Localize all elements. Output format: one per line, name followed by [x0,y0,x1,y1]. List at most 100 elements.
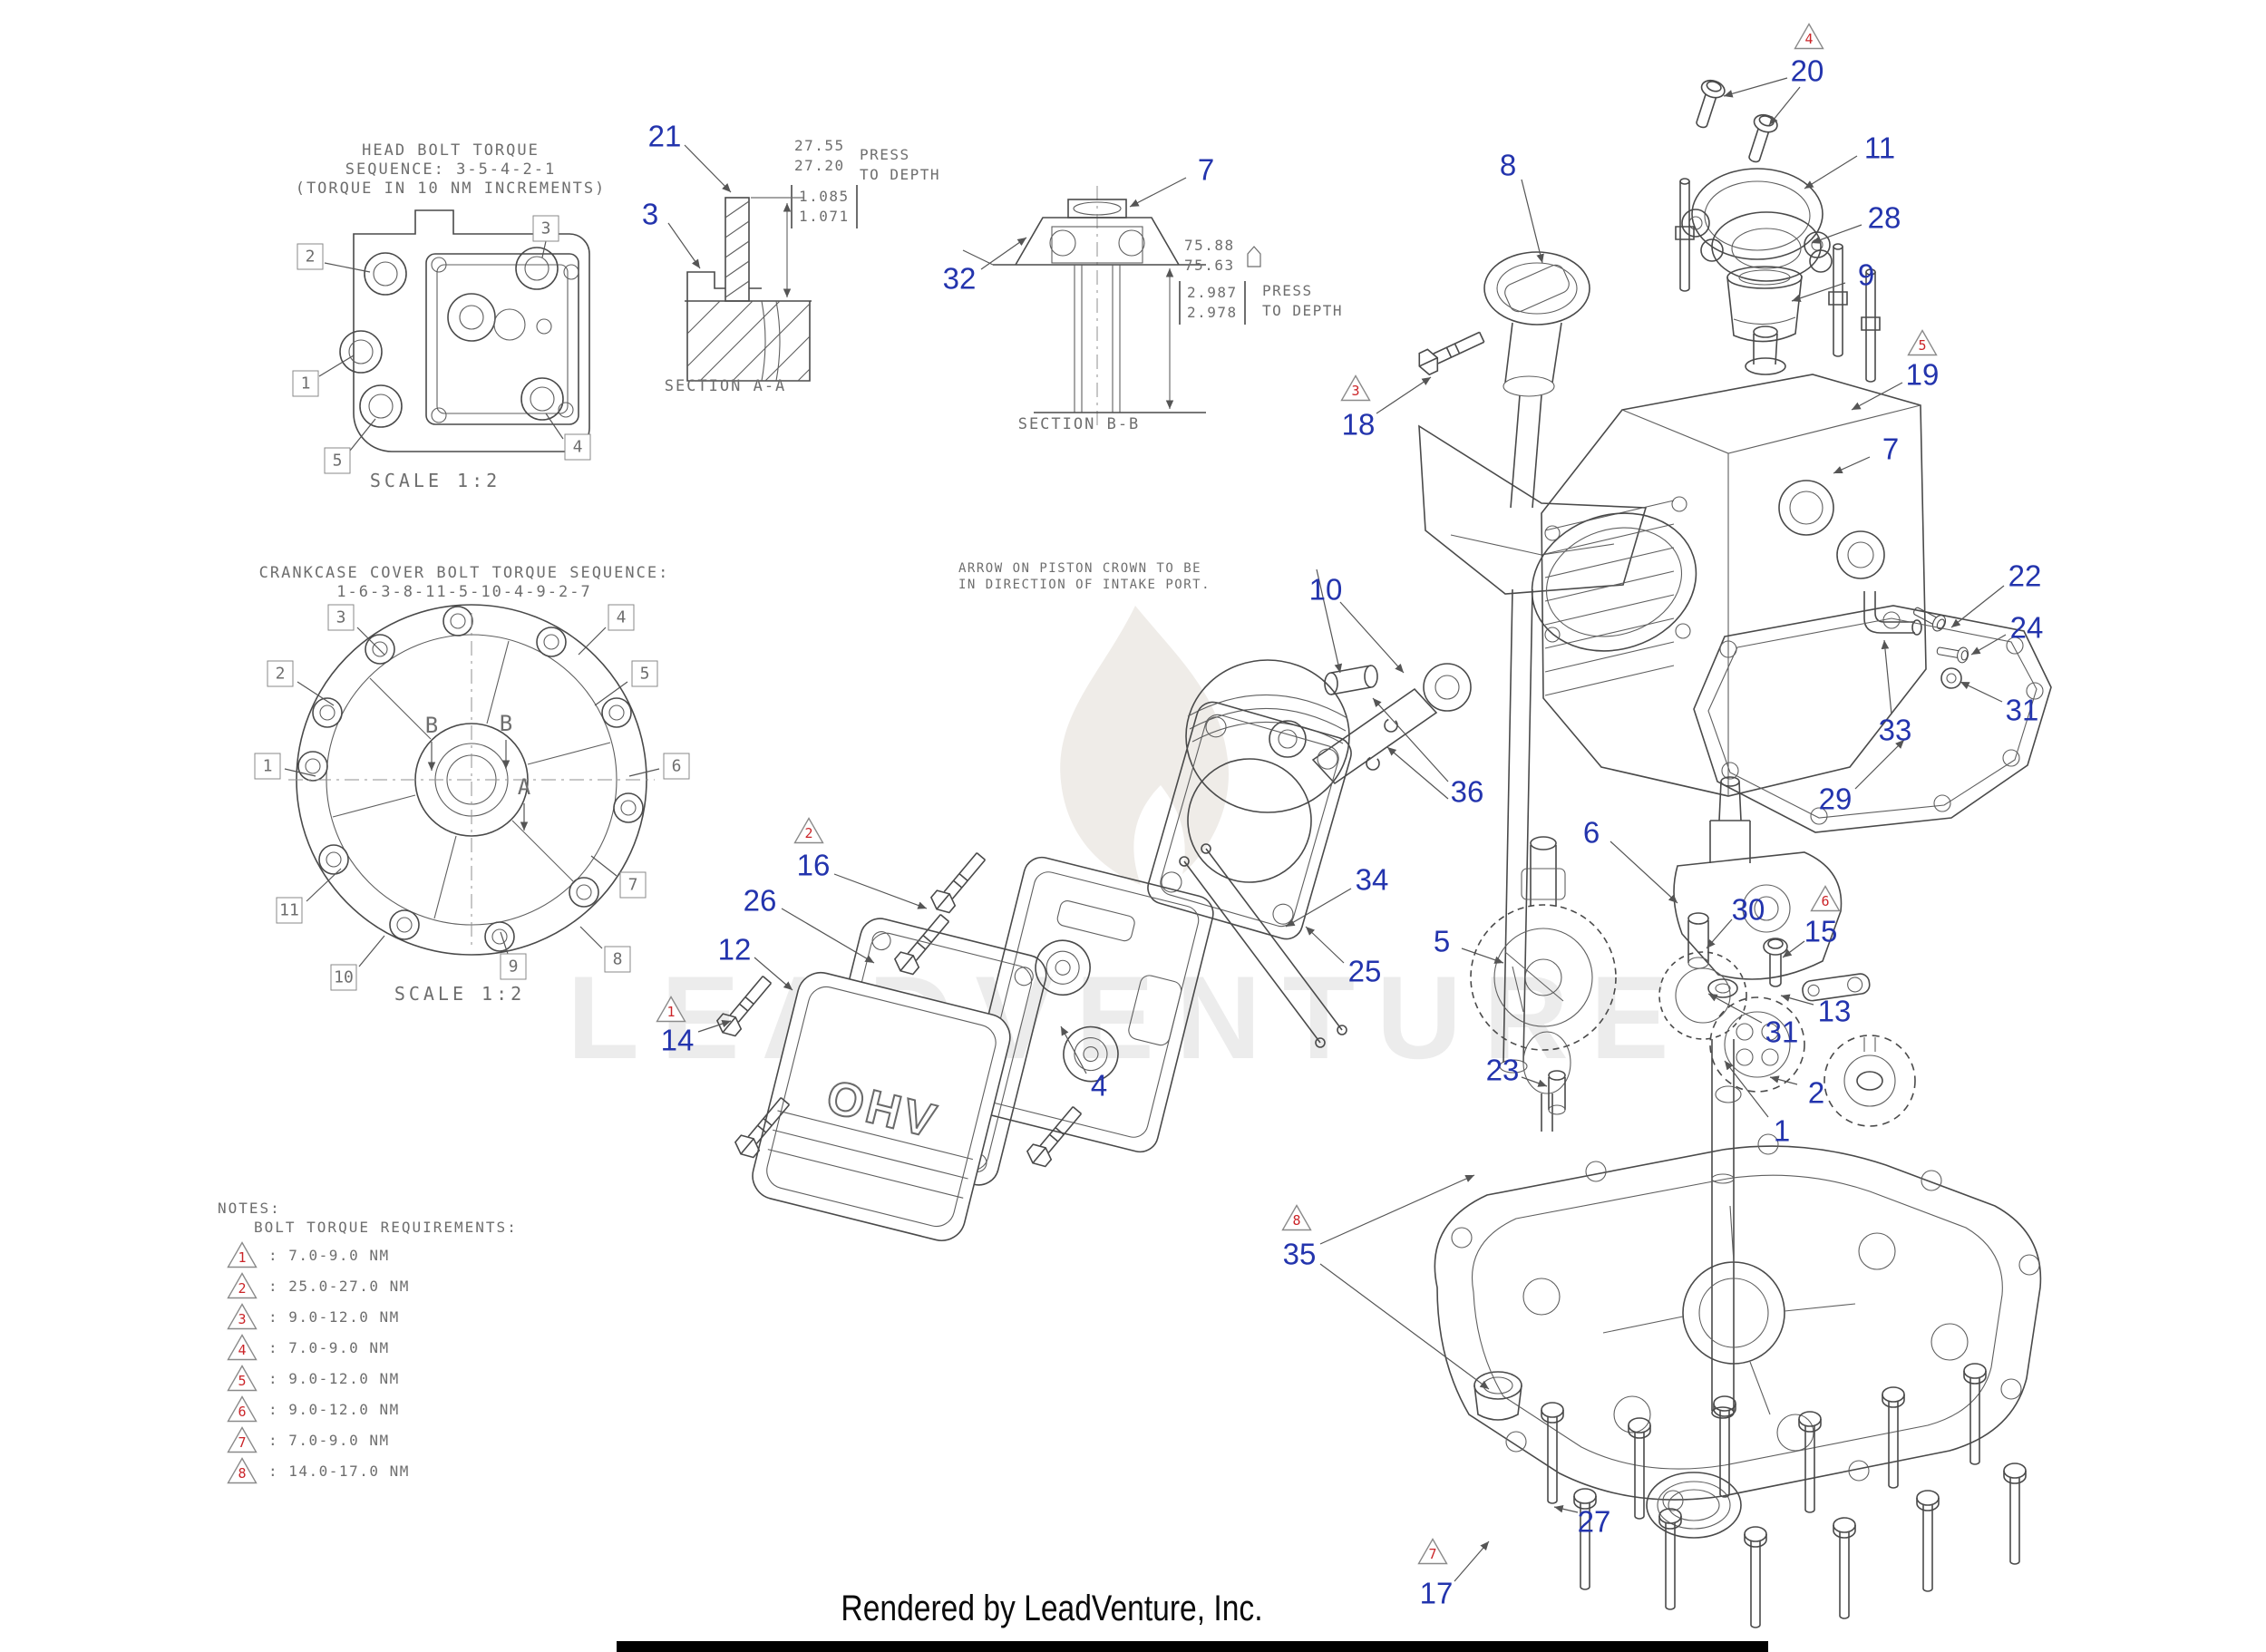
crankcase-cover-diagram-art [288,604,655,956]
callout-20: 20 [1790,53,1824,88]
callout-31: 31 [2005,693,2039,727]
breather-tube-art [1863,591,1922,636]
sequence-box-1: 1 [292,370,319,397]
torque-warning-triangle-2: 2 [227,1272,258,1299]
callout-34: 34 [1355,862,1389,897]
callout-33: 33 [1878,713,1912,747]
callout-2: 2 [1807,1075,1825,1110]
callout-19: 19 [1905,357,1940,392]
breather-gasket-art [1681,168,1831,260]
note-row-3: 3: 9.0-12.0 NM [227,1303,518,1330]
callout-12: 12 [717,932,752,967]
torque-warning-triangle-3: 3 [1340,374,1371,402]
callout-23: 23 [1485,1053,1520,1087]
head-gasket-art [1147,701,1352,940]
cylinder-block-art [1531,326,1927,797]
torque-warning-triangle-8: 8 [1281,1204,1312,1231]
exhaust-gasket-art [1700,211,1833,282]
leadventure-watermark: LEADVENTURE [567,951,1691,1084]
callout-32: 32 [942,261,977,296]
governor-screw-art [1910,602,1970,689]
sequence-box-4: 4 [564,433,591,461]
sequence-box-3: 3 [327,604,355,631]
valve-cover-art: OHV [752,971,1011,1241]
torque-warning-triangle-2: 2 [793,817,824,844]
intake-cup-art [1726,266,1803,343]
note-row-5: 5: 9.0-12.0 NM [227,1365,518,1392]
sequence-box-11: 11 [276,897,303,924]
note-row-6: 6: 9.0-12.0 NM [227,1395,518,1423]
torque-warning-triangle-4: 4 [227,1334,258,1361]
callout-16: 16 [796,848,831,882]
callout-31: 31 [1765,1015,1799,1049]
piston-note-leader [1316,568,1343,674]
callout-8: 8 [1499,148,1517,182]
torque-warning-triangle-7: 7 [1417,1538,1448,1565]
view-letter-B: B [424,713,439,738]
crankcase-torque-title: CRANKCASE COVER BOLT TORQUE SEQUENCE:1-6… [258,564,670,601]
crankcase-scale-label: SCALE 1:2 [394,983,526,1005]
sequence-box-1: 1 [254,753,281,780]
callout-27: 27 [1577,1504,1611,1539]
section-a-art [685,197,812,382]
notes-block: NOTES: BOLT TORQUE REQUIREMENTS: 1: 7.0-… [218,1199,518,1484]
sequence-box-6: 6 [663,753,690,780]
torque-warning-triangle-3: 3 [227,1303,258,1330]
note-row-8: 8: 14.0-17.0 NM [227,1457,518,1484]
timing-gear-art [1823,1035,1916,1127]
callout-29: 29 [1818,782,1853,816]
sequence-box-9: 9 [500,953,527,980]
callout-25: 25 [1347,954,1382,988]
section-b-art [962,186,1261,426]
section-a-label: SECTION A-A [664,377,787,395]
torque-warning-triangle-4: 4 [1794,23,1824,50]
notes-subtitle: BOLT TORQUE REQUIREMENTS: [254,1219,518,1236]
tappet-art [1548,1070,1566,1115]
notes-title: NOTES: [218,1200,281,1217]
callout-21: 21 [647,119,682,153]
torque-warning-triangle-1: 1 [656,996,686,1023]
sequence-box-2: 2 [297,243,324,270]
callout-14: 14 [660,1023,695,1057]
push-rods-art [1179,843,1347,1048]
sequence-box-5: 5 [631,660,658,687]
callout-1: 1 [1773,1113,1791,1148]
sequence-box-10: 10 [330,964,357,991]
callout-26: 26 [743,883,777,918]
callout-22: 22 [2008,559,2042,593]
torque-warning-triangle-6: 6 [227,1395,258,1423]
torque-warning-triangle-5: 5 [1907,329,1938,356]
callout-17: 17 [1419,1576,1454,1610]
callout-28: 28 [1867,200,1901,235]
oil-pan-art [1434,1133,2042,1511]
note-row-2: 2: 25.0-27.0 NM [227,1272,518,1299]
callout-7: 7 [1197,152,1215,187]
callout-9: 9 [1857,258,1875,292]
callout-7: 7 [1882,432,1900,466]
torque-warning-triangle-1: 1 [227,1241,258,1268]
crank-seal-art [1646,1472,1742,1539]
callout-24: 24 [2009,610,2044,645]
callout-18: 18 [1341,407,1376,442]
piston-art [1185,659,1472,813]
footer-bar [617,1641,1768,1652]
torque-warning-triangle-8: 8 [227,1457,258,1484]
sequence-box-4: 4 [608,604,635,631]
section-b-label: SECTION B-B [1017,415,1141,433]
sequence-box-5: 5 [324,447,351,474]
callout-5: 5 [1433,924,1451,958]
note-row-7: 7: 7.0-9.0 NM [227,1426,518,1453]
note-row-4: 4: 7.0-9.0 NM [227,1334,518,1361]
head-scale-label: SCALE 1:2 [369,470,501,491]
